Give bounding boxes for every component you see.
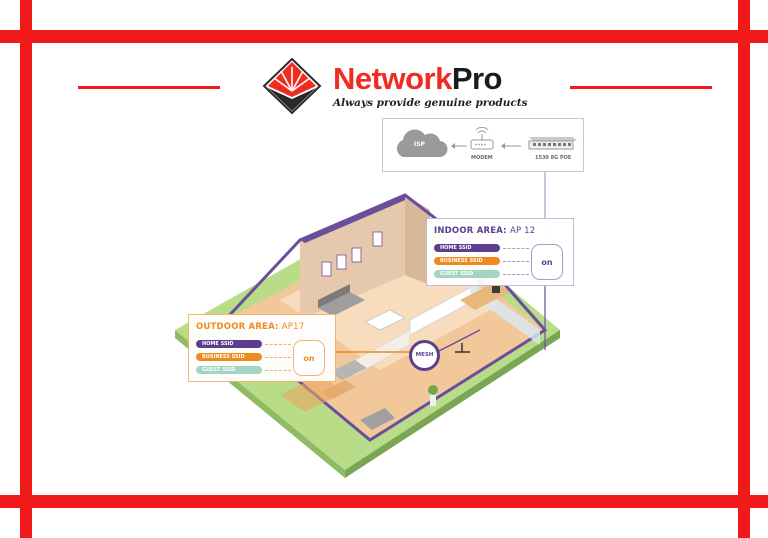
outdoor-access-point-icon: on <box>293 340 325 376</box>
indoor-home-ssid: HOME SSID <box>434 244 500 252</box>
network-topology-panel: ISP MODEM 1530 8G POE <box>382 118 584 172</box>
modem-label: MODEM <box>471 155 493 161</box>
connector-dash <box>265 344 291 345</box>
indoor-area-heading: INDOOR AREA: <box>434 226 507 236</box>
outdoor-ap-name: AP17 <box>282 322 305 332</box>
wall-picture-4 <box>373 232 382 246</box>
mesh-label: MESH <box>412 352 437 358</box>
switch-label: 1530 8G POE <box>535 155 571 161</box>
wall-picture-2 <box>337 255 346 269</box>
access-point-icon: on <box>531 244 563 280</box>
outdoor-area-panel: OUTDOOR AREA: AP17 HOME SSID BUSINESS SS… <box>188 314 336 382</box>
ap-brand-label: on <box>294 354 324 363</box>
switch-icon <box>525 133 577 151</box>
plant-leaves <box>428 385 438 395</box>
connector-dash <box>265 357 291 358</box>
wall-picture-3 <box>352 248 361 262</box>
indoor-ap-name: AP 12 <box>510 226 535 236</box>
outdoor-guest-ssid: GUEST SSID <box>196 366 262 374</box>
arrow-left-icon <box>451 143 467 149</box>
outdoor-home-ssid: HOME SSID <box>196 340 262 348</box>
indoor-area-panel: INDOOR AREA: AP 12 HOME SSID BUSINESS SS… <box>426 218 574 286</box>
modem-icon <box>469 127 495 153</box>
indoor-area-title: INDOOR AREA: AP 12 <box>434 226 535 236</box>
outdoor-area-title: OUTDOOR AREA: AP17 <box>196 322 304 332</box>
connector-dash <box>503 274 529 275</box>
connector-dash <box>503 261 529 262</box>
outdoor-business-ssid: BUSINESS SSID <box>196 353 262 361</box>
ap-brand-label: on <box>532 258 562 267</box>
connector-dash <box>265 370 291 371</box>
indoor-business-ssid: BUSINESS SSID <box>434 257 500 265</box>
connector-dash <box>503 248 529 249</box>
indoor-guest-ssid: GUEST SSID <box>434 270 500 278</box>
outdoor-area-heading: OUTDOOR AREA: <box>196 322 279 332</box>
wall-picture-1 <box>322 262 331 276</box>
isp-label: ISP <box>414 141 425 148</box>
arrow-left-icon <box>501 143 521 149</box>
monitor-2 <box>492 286 500 293</box>
mesh-badge: MESH <box>409 340 440 371</box>
